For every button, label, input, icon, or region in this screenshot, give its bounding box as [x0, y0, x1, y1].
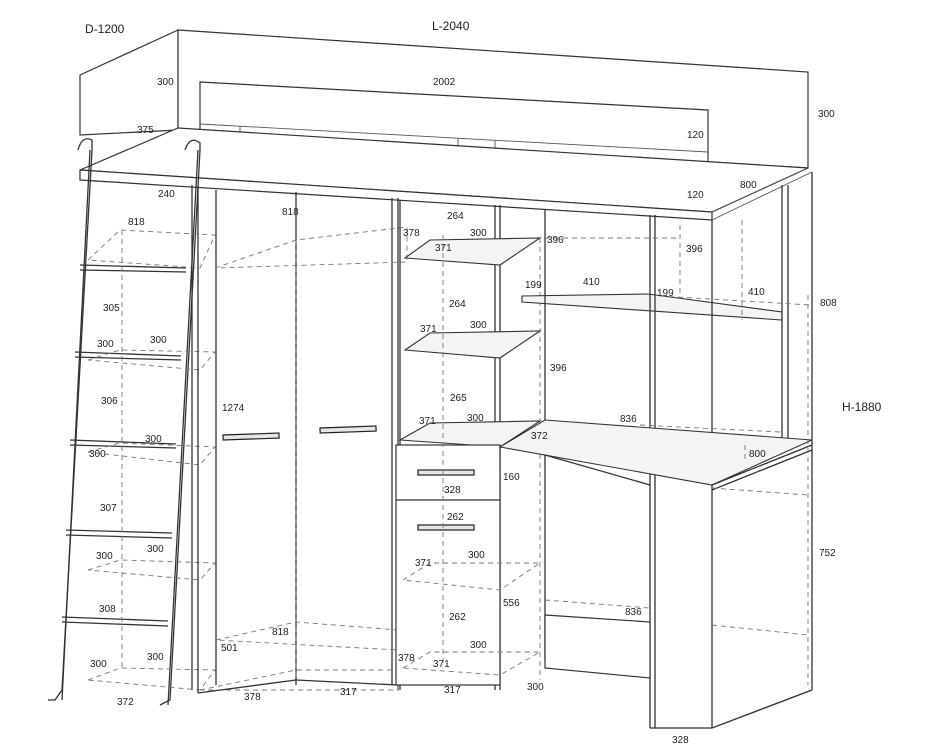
dim-label: 317 — [444, 685, 461, 696]
dim-label: 371 — [433, 659, 450, 670]
depth-label: D-1200 — [85, 22, 125, 36]
dim-label: 300 — [147, 652, 164, 663]
dim-label: 300 — [145, 434, 162, 445]
dim-label: 120 — [687, 190, 704, 201]
dim-label: 396 — [686, 244, 703, 255]
dim-label: 818 — [128, 217, 145, 228]
dim-label: 264 — [449, 299, 466, 310]
dim-label: 410 — [583, 277, 600, 288]
dim-label: 300 — [96, 551, 113, 562]
height-label: H-1880 — [842, 400, 882, 414]
dim-label: 800 — [749, 449, 766, 460]
dim-label: 378 — [244, 692, 261, 703]
dim-label: 300 — [147, 544, 164, 555]
dim-label: 317 — [340, 687, 357, 698]
dim-label: 328 — [444, 485, 461, 496]
dim-label: 396 — [547, 235, 564, 246]
dim-label: 199 — [657, 288, 674, 299]
desk-section — [498, 172, 813, 729]
length-label: L-2040 — [432, 19, 470, 33]
dim-label: 375 — [137, 125, 154, 136]
dim-label: 556 — [503, 598, 520, 609]
bed-frame — [79, 29, 813, 221]
left-shelves — [86, 229, 216, 691]
dim-label: 378 — [398, 653, 415, 664]
ladder — [48, 138, 201, 706]
dim-label: 300 — [470, 640, 487, 651]
center-column — [395, 200, 542, 690]
dim-label: 378 — [403, 228, 420, 239]
dim-label: 818 — [272, 627, 289, 638]
dim-label: 262 — [447, 512, 464, 523]
dim-label: 752 — [819, 548, 836, 559]
wardrobe — [191, 185, 408, 694]
dim-label: 120 — [687, 130, 704, 141]
dim-label: 308 — [99, 604, 116, 615]
dim-label: 240 — [158, 189, 175, 200]
dim-label: 199 — [525, 280, 542, 291]
dim-label: 2002 — [433, 77, 456, 88]
dim-label: 300 — [157, 77, 174, 88]
dim-label: 307 — [100, 503, 117, 514]
dim-label: 300 — [527, 682, 544, 693]
dim-label: 410 — [748, 287, 765, 298]
dim-label: 818 — [282, 207, 299, 218]
dim-label: 300 — [470, 228, 487, 239]
dim-label: 300 — [89, 449, 106, 460]
dim-label: 1274 — [222, 403, 245, 414]
dim-label: 501 — [221, 643, 238, 654]
dimension-labels: D-1200 L-2040 H-1880 300 2002 300 375 12… — [85, 19, 882, 746]
dim-label: 808 — [820, 298, 837, 309]
dim-label: 300 — [470, 320, 487, 331]
dim-label: 372 — [117, 697, 134, 708]
dim-label: 836 — [620, 414, 637, 425]
dim-label: 264 — [447, 211, 464, 222]
dim-label: 300 — [467, 413, 484, 424]
dim-label: 265 — [450, 393, 467, 404]
dim-label: 800 — [740, 180, 757, 191]
dim-label: 300 — [97, 339, 114, 350]
dim-label: 306 — [101, 396, 118, 407]
dim-label: 396 — [550, 363, 567, 374]
dim-label: 371 — [435, 243, 452, 254]
dim-label: 371 — [420, 324, 437, 335]
dim-label: 305 — [103, 303, 120, 314]
dim-label: 262 — [449, 612, 466, 623]
dim-label: 371 — [415, 558, 432, 569]
dim-label: 160 — [503, 472, 520, 483]
dim-label: 300 — [90, 659, 107, 670]
dim-label: 300 — [150, 335, 167, 346]
dim-label: 300 — [468, 550, 485, 561]
dim-label: 371 — [419, 416, 436, 427]
dim-label: 372 — [531, 431, 548, 442]
dim-label: 836 — [625, 607, 642, 618]
dim-label: 328 — [672, 735, 689, 746]
dim-label: 300 — [818, 109, 835, 120]
